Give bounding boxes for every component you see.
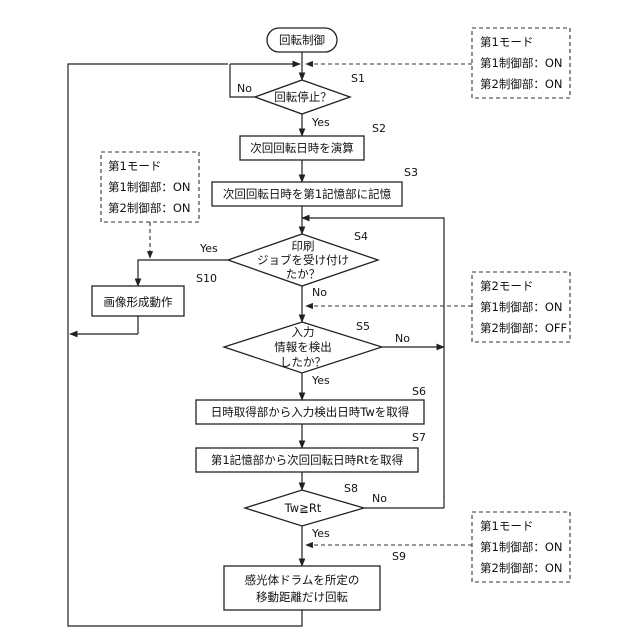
mode-box-b: 第1モード 第1制御部：ON 第2制御部：ON — [101, 152, 199, 222]
step-s8: Tw≧Rt S8 No Yes — [245, 482, 387, 540]
start-label: 回転制御 — [279, 33, 325, 47]
s9-id: S9 — [392, 550, 406, 563]
s6-id: S6 — [412, 385, 426, 398]
s5-line1: 入力 — [292, 325, 315, 339]
s1-text: 回転停止？ — [274, 90, 332, 104]
start-terminal: 回転制御 — [267, 28, 337, 52]
mode-b-title: 第1モード — [108, 159, 161, 173]
s7-text: 第1記憶部から次回回転日時Rtを取得 — [211, 453, 403, 467]
s8-text: Tw≧Rt — [284, 501, 322, 515]
s5-yes-label: Yes — [311, 374, 330, 387]
mode-d-line1: 第1制御部：ON — [480, 540, 562, 554]
s10-id: S10 — [196, 272, 217, 285]
s4-line3: たか？ — [286, 267, 321, 281]
s5-id: S5 — [356, 320, 370, 333]
s9-line1: 感光体ドラムを所定の — [245, 573, 360, 587]
mode-box-d: 第1モード 第1制御部：ON 第2制御部：ON — [472, 512, 570, 582]
s5-line2: 情報を検出 — [274, 340, 332, 354]
step-s7: 第1記憶部から次回回転日時Rtを取得 S7 — [196, 431, 426, 472]
mode-a-title: 第1モード — [480, 35, 533, 49]
mode-b-line2: 第2制御部：ON — [108, 201, 190, 215]
mode-d-title: 第1モード — [480, 519, 533, 533]
s4-no-label: No — [312, 286, 327, 299]
step-s5: 入力 情報を検出 したか？ S5 No Yes — [224, 320, 410, 387]
mode-box-c: 第2モード 第1制御部：ON 第2制御部：OFF — [472, 272, 570, 342]
s4-line1: 印刷 — [292, 239, 315, 253]
s8-id: S8 — [344, 482, 358, 495]
step-s3: 次回回転日時を第1記憶部に記憶 S3 — [212, 166, 418, 206]
s1-no-label: No — [237, 82, 252, 95]
s10-text: 画像形成動作 — [104, 295, 173, 309]
step-s10: 画像形成動作 S10 — [92, 272, 217, 316]
s2-text: 次回回転日時を演算 — [250, 141, 354, 155]
s5-line3: したか？ — [280, 355, 326, 369]
s1-yes-label: Yes — [311, 116, 330, 129]
s6-text: 日時取得部から入力検出日時Twを取得 — [211, 405, 410, 419]
step-s4: 印刷 ジョブを受け付け たか？ S4 Yes No — [199, 230, 378, 299]
s3-id: S3 — [404, 166, 418, 179]
mode-c-title: 第2モード — [480, 279, 533, 293]
s4-yes-label: Yes — [199, 242, 218, 255]
mode-b-line1: 第1制御部：ON — [108, 180, 190, 194]
step-s6: 日時取得部から入力検出日時Twを取得 S6 — [196, 385, 426, 424]
s5-no-label: No — [395, 332, 410, 345]
s9-line2: 移動距離だけ回転 — [256, 590, 348, 604]
s4-line2: ジョブを受け付け — [257, 253, 349, 267]
s4-id: S4 — [354, 230, 368, 243]
mode-c-line2: 第2制御部：OFF — [480, 321, 567, 335]
s3-text: 次回回転日時を第1記憶部に記憶 — [223, 187, 392, 201]
mode-box-a: 第1モード 第1制御部：ON 第2制御部：ON — [472, 28, 570, 98]
s7-id: S7 — [412, 431, 426, 444]
mode-d-line2: 第2制御部：ON — [480, 561, 562, 575]
step-s9: 感光体ドラムを所定の 移動距離だけ回転 S9 — [224, 550, 406, 610]
mode-a-line2: 第2制御部：ON — [480, 77, 562, 91]
mode-a-line1: 第1制御部：ON — [480, 56, 562, 70]
s1-id: S1 — [351, 72, 365, 85]
s2-id: S2 — [372, 122, 386, 135]
mode-c-line1: 第1制御部：ON — [480, 300, 562, 314]
step-s1: 回転停止？ S1 No Yes — [237, 72, 365, 129]
s8-yes-label: Yes — [311, 527, 330, 540]
s8-no-label: No — [372, 492, 387, 505]
